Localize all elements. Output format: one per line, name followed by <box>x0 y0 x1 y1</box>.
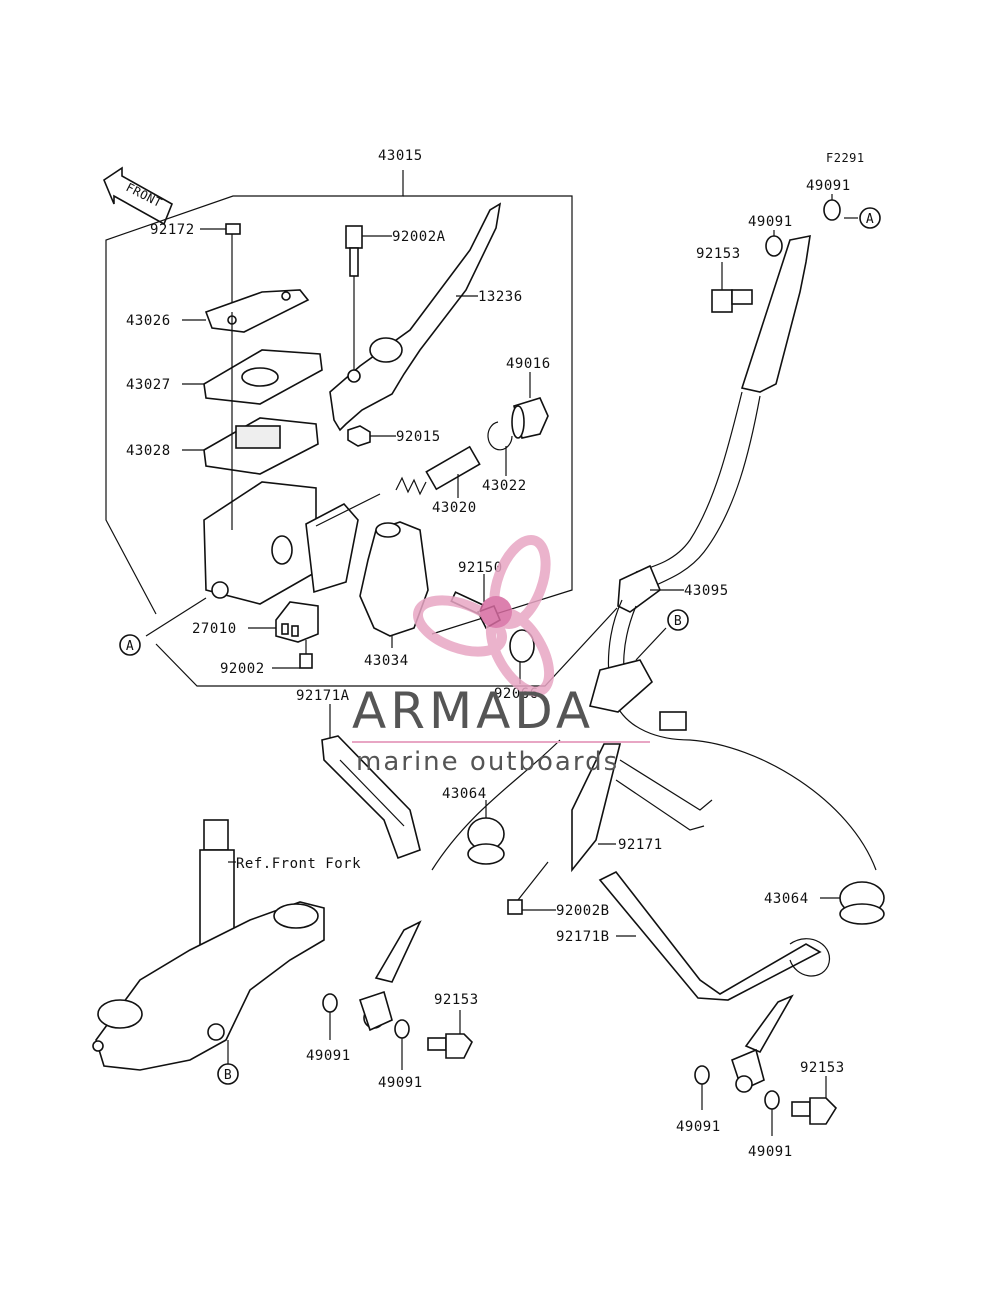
washer-left1-icon <box>322 993 338 1013</box>
dust-boot-icon <box>511 397 549 439</box>
brake-lever-icon <box>329 202 502 432</box>
label-43020: 43020 <box>432 500 477 516</box>
brake-joint-icon <box>589 659 687 731</box>
label-92002B: 92002B <box>556 903 610 919</box>
circlip-icon <box>487 421 513 451</box>
label-49016: 49016 <box>506 356 551 372</box>
brake-hose-left-icon <box>358 739 561 1032</box>
screw-92002B-icon <box>507 861 549 915</box>
screw-92002-icon <box>299 640 313 669</box>
callout-a-right <box>859 207 881 229</box>
pivot-bolt-icon <box>345 225 363 370</box>
diagram-code: F2291 <box>826 151 865 165</box>
label-49091-right1: 49091 <box>676 1119 721 1135</box>
brake-switch-icon <box>275 601 319 643</box>
brake-hose-right-icon <box>731 994 794 1093</box>
label-27010: 27010 <box>192 621 237 637</box>
label-43034: 43034 <box>364 653 409 669</box>
bracket-92171-icon <box>571 743 713 873</box>
label-92171B: 92171B <box>556 929 610 945</box>
watermark-tagline: marine outboards <box>356 747 619 777</box>
washer-right2-icon <box>764 1090 780 1110</box>
label-92015: 92015 <box>396 429 441 445</box>
washer-top2-icon <box>823 199 841 221</box>
watermark-logo-icon <box>412 534 555 697</box>
diaphragm-plate-icon <box>203 349 323 405</box>
label-49091-top2: 49091 <box>806 178 851 194</box>
callout-b-bottom-label: B <box>224 1068 232 1083</box>
piston-assembly-icon <box>315 445 481 527</box>
brake-hose-upper-icon <box>607 234 877 871</box>
callout-b-right <box>667 609 689 631</box>
label-43015: 43015 <box>378 148 423 164</box>
label-92153-left: 92153 <box>434 992 479 1008</box>
steering-stem-icon <box>92 819 325 1071</box>
label-49091-left2: 49091 <box>378 1075 423 1091</box>
label-49091-right2: 49091 <box>748 1144 793 1160</box>
callout-b-bottom <box>217 1063 239 1085</box>
label-43064-left: 43064 <box>442 786 487 802</box>
banjo-bolt-left-icon <box>427 1033 473 1059</box>
label-92150: 92150 <box>458 560 503 576</box>
grommet-right-icon <box>839 881 885 925</box>
front-arrow-icon: FRONT <box>103 166 174 226</box>
watermark-brand: ARMADA <box>352 682 594 740</box>
bracket-92171B-icon <box>598 870 831 1001</box>
label-92153-top: 92153 <box>696 246 741 262</box>
washer-top1-icon <box>765 235 783 257</box>
callout-a-left-label: A <box>126 639 134 654</box>
callout-a-right-label: A <box>866 212 874 227</box>
label-92002: 92002 <box>220 661 265 677</box>
master-cylinder-body-icon <box>203 312 359 605</box>
banjo-bolt-right-icon <box>791 1097 838 1125</box>
ref-front-fork-label: Ref.Front Fork <box>236 856 361 872</box>
label-43022: 43022 <box>482 478 527 494</box>
label-92172: 92172 <box>150 222 195 238</box>
washer-left2-icon <box>394 1019 410 1039</box>
label-13236: 13236 <box>478 289 523 305</box>
label-92171A: 92171A <box>296 688 350 704</box>
washer-right1-icon <box>694 1065 710 1085</box>
grommet-left-icon <box>467 817 505 865</box>
label-43027: 43027 <box>126 377 171 393</box>
label-43064-right: 43064 <box>764 891 809 907</box>
label-49091-top1: 49091 <box>748 214 793 230</box>
nut-92015-icon <box>347 425 371 447</box>
label-43026: 43026 <box>126 313 171 329</box>
clamp-icon <box>359 521 429 637</box>
label-92171: 92171 <box>618 837 663 853</box>
label-49091-left1: 49091 <box>306 1048 351 1064</box>
label-92002A: 92002A <box>392 229 446 245</box>
callout-b-right-label: B <box>674 614 682 629</box>
callout-a-left <box>119 634 141 656</box>
label-92153-right: 92153 <box>800 1060 845 1076</box>
screw-92172-icon <box>200 223 241 312</box>
bracket-92171A-icon <box>321 735 421 860</box>
label-43028: 43028 <box>126 443 171 459</box>
reservoir-cap-icon <box>204 289 310 333</box>
label-43095: 43095 <box>684 583 729 599</box>
cap-92066-icon <box>509 629 535 663</box>
banjo-bolt-top-icon <box>711 289 753 313</box>
diaphragm-icon <box>203 417 319 475</box>
